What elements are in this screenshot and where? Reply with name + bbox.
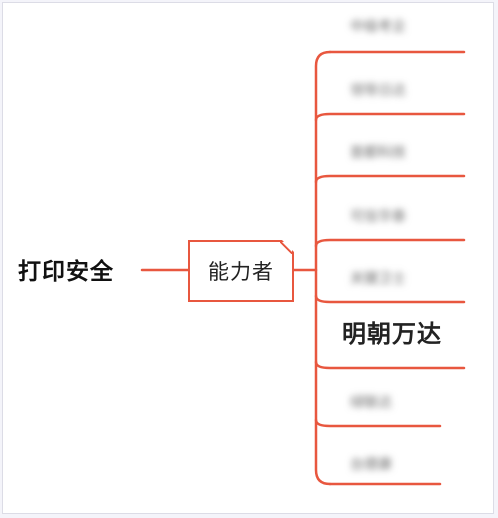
leaf-node-0: 中级考企 [350,19,406,35]
branch-line-5 [314,360,466,370]
leaf-node-3: 可信华泰 [350,209,406,225]
branch-line-1 [314,112,466,122]
branch-line-2 [314,174,466,184]
root-node: 打印安全 [18,259,114,285]
branch-trunk [314,50,332,486]
leaf-node-5: 明朝万达 [342,320,442,348]
leaf-node-6: 绿联达 [350,395,392,411]
leaf-node-4: 关键卫士 [350,271,406,287]
leaf-node-2: 首都科技 [350,145,406,161]
middle-node: 能力者 [188,240,294,302]
middle-node-label: 能力者 [208,260,274,284]
branch-line-4 [314,294,466,304]
leaf-node-1: 领导日达 [350,83,406,99]
leaf-node-7: 台德康 [350,457,392,473]
branch-line-6 [314,418,442,428]
branch-line-3 [314,238,466,248]
